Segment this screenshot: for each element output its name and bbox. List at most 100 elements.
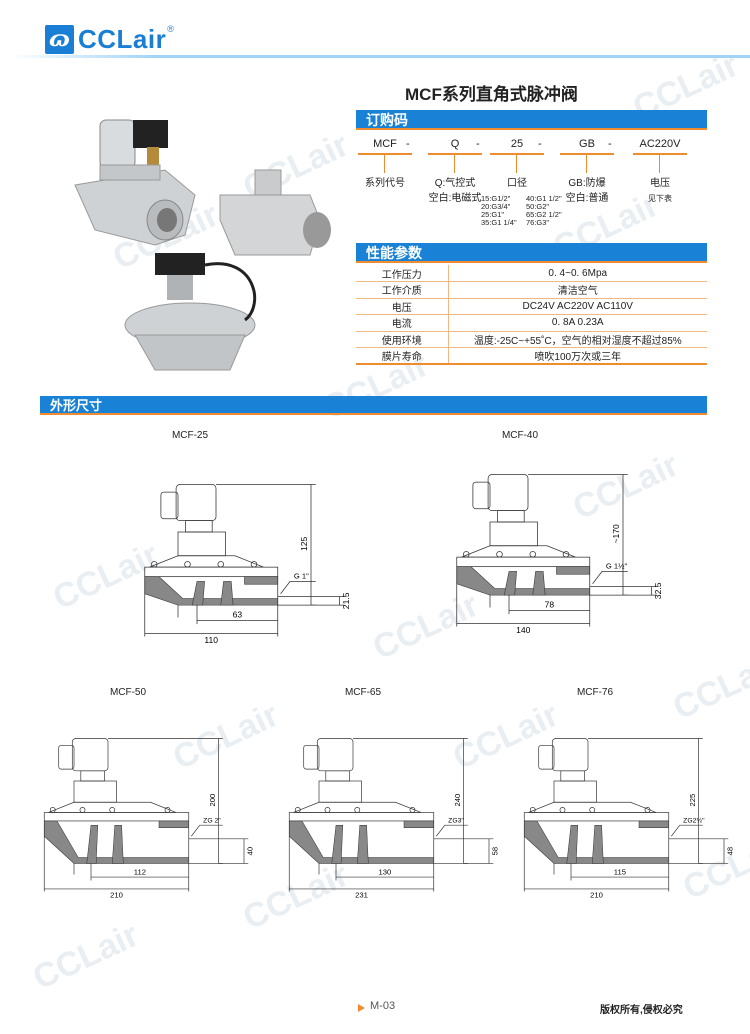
- code-underline: [358, 153, 412, 155]
- drawing-title: MCF-50: [110, 687, 147, 698]
- inner-width-dimension: 78: [545, 600, 555, 610]
- port-thread-label: ZG3": [448, 818, 464, 825]
- code-separator: -: [406, 138, 410, 150]
- code-underline: [633, 153, 687, 155]
- order-code-label: Q:气控式: [434, 178, 476, 189]
- outlet-dimension: 32.5: [653, 582, 663, 599]
- order-code-heading: 订购码: [356, 110, 707, 130]
- code-connector: [516, 155, 517, 173]
- size-option: 40:G1 1/2": [526, 194, 562, 203]
- param-value: DC24V AC220V AC110V: [448, 298, 707, 315]
- logo-text: CCLair: [78, 24, 167, 54]
- param-value: 清洁空气: [448, 281, 707, 299]
- height-dimension: 200: [208, 794, 217, 807]
- code-underline: [428, 153, 482, 155]
- valve-drawing-mcf-50: 200 40 ZG 2" 112 210: [43, 738, 255, 899]
- param-row: 工作介质清洁空气: [356, 281, 707, 299]
- order-code-label-sub: 空白:电磁式: [428, 193, 482, 204]
- order-code-segment: 25: [510, 138, 524, 150]
- order-code-segment: GB: [579, 138, 595, 150]
- order-code-segment: MCF: [373, 138, 397, 150]
- param-row: 使用环境温度:-25C~+55˚C，空气的相对湿度不超过85%: [356, 331, 707, 348]
- drawing-title: MCF-25: [172, 430, 209, 441]
- outlet-dimension: 40: [246, 847, 255, 856]
- inner-width-dimension: 112: [134, 868, 146, 877]
- param-row: 膜片寿命喷吹100万次或三年: [356, 347, 707, 365]
- code-separator: -: [608, 138, 612, 150]
- size-option: 65:G2 1/2": [526, 210, 562, 219]
- code-separator: -: [476, 138, 480, 150]
- port-thread-label: G 1½": [606, 562, 628, 571]
- param-value: 0. 4~0. 6Mpa: [448, 265, 707, 282]
- height-dimension: 125: [299, 537, 309, 552]
- outlet-dimension: 48: [726, 847, 735, 856]
- code-connector: [586, 155, 587, 173]
- order-code-label: GB:防爆: [568, 178, 606, 189]
- overall-width-dimension: 210: [590, 890, 603, 899]
- size-option: 25:G1": [481, 210, 505, 219]
- param-value: 喷吹100万次或三年: [448, 347, 707, 365]
- code-connector: [454, 155, 455, 173]
- logo-mark-icon: ɷ: [45, 25, 74, 54]
- order-code-label-sub: 空白:普通: [565, 193, 609, 204]
- param-name: 膜片寿命: [356, 347, 449, 365]
- size-option: 35:G1 1/4": [481, 218, 517, 227]
- param-name: 电压: [356, 298, 449, 315]
- code-separator: -: [538, 138, 542, 150]
- param-name: 工作压力: [356, 265, 449, 282]
- dimensions-heading: 外形尺寸: [40, 396, 707, 415]
- page-number: M-03: [370, 1000, 396, 1012]
- size-option: 76:G3": [526, 218, 550, 227]
- code-connector: [384, 155, 385, 173]
- height-dimension: ~170: [611, 524, 621, 543]
- copyright-notice: 版权所有,侵权必究: [600, 1005, 683, 1016]
- inner-width-dimension: 130: [379, 868, 392, 877]
- order-code-diagram: MCF 系列代号 - Q Q:气控式空白:电磁式 - 25 口径 - GB GB:防爆空白:普通 - A…: [350, 138, 750, 238]
- overall-width-dimension: 210: [110, 890, 123, 899]
- code-connector: [659, 155, 660, 173]
- order-code-label: 系列代号: [365, 178, 405, 189]
- param-name: 工作介质: [356, 281, 449, 299]
- inner-width-dimension: 115: [614, 868, 626, 877]
- param-value: 温度:-25C~+55˚C，空气的相对湿度不超过85%: [448, 331, 707, 348]
- size-option: 50:G2": [526, 202, 550, 211]
- outlet-dimension: 21.5: [341, 592, 351, 609]
- port-thread-label: G 1": [294, 572, 309, 581]
- code-underline: [490, 153, 544, 155]
- drawing-title: MCF-40: [502, 430, 539, 441]
- drawing-title: MCF-76: [577, 687, 614, 698]
- param-value: 0. 8A 0.23A: [448, 314, 707, 332]
- drawing-title: MCF-65: [345, 687, 382, 698]
- order-code-segment: Q: [450, 138, 460, 150]
- brand-logo: ɷ CCLair ®: [45, 24, 174, 55]
- valve-photo-2: [219, 169, 331, 256]
- header-divider: [10, 55, 750, 58]
- overall-width-dimension: 231: [355, 890, 368, 899]
- port-thread-label: ZG2½": [683, 817, 705, 825]
- param-name: 使用环境: [356, 331, 449, 348]
- inner-width-dimension: 63: [233, 610, 243, 620]
- product-photos: [74, 119, 331, 371]
- port-thread-label: ZG 2": [203, 818, 221, 825]
- order-code-label: 口径: [507, 178, 527, 189]
- registered-mark: ®: [167, 24, 174, 34]
- page-arrow-icon: [358, 1004, 365, 1012]
- size-option: 15:G1/2": [481, 194, 511, 203]
- order-code-label: 电压: [650, 178, 670, 189]
- param-name: 电流: [356, 314, 449, 332]
- order-code-label-sub: 见下表: [648, 194, 672, 203]
- page-title: MCF系列直角式脉冲阀: [405, 85, 578, 104]
- order-code-segment: AC220V: [639, 138, 681, 150]
- valve-photo-3: [124, 253, 257, 371]
- params-heading: 性能参数: [356, 243, 707, 263]
- code-underline: [560, 153, 614, 155]
